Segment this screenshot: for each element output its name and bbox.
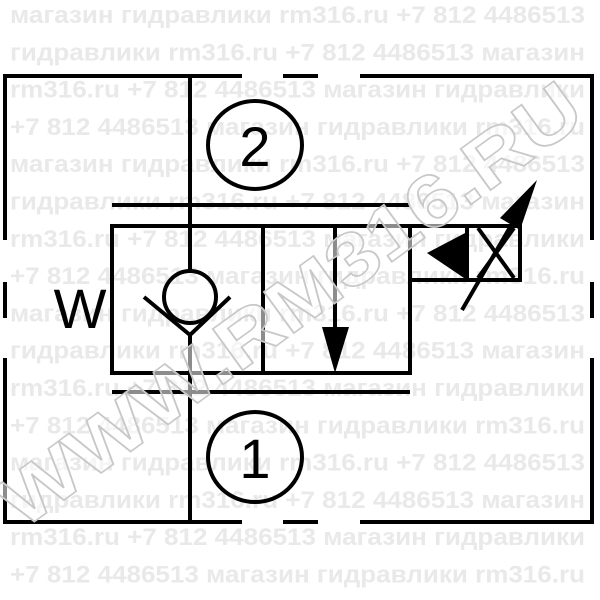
watermark-line: rm316.ru +7 812 4486513 магазин гидравли… <box>10 77 585 104</box>
port-2-label: 2 <box>239 115 270 178</box>
watermark-line: гидравлики rm316.ru +7 812 4486513 магаз… <box>10 487 585 514</box>
port-2-circle <box>206 99 304 191</box>
check-valve-icon <box>142 269 232 338</box>
watermark-line: магазин гидравлики rm316.ru +7 812 44865… <box>10 300 585 327</box>
cartridge-outline <box>3 74 594 524</box>
port-1-label: 1 <box>239 427 270 490</box>
watermark-line: гидравлики rm316.ru +7 812 4486513 магаз… <box>10 39 585 66</box>
spring-label: W <box>54 277 107 340</box>
watermark-line: rm316.ru +7 812 4486513 магазин гидравли… <box>10 375 585 402</box>
proportional-solenoid-icon <box>410 180 537 312</box>
watermark-line: гидравлики rm316.ru +7 812 4486513 магаз… <box>10 189 585 216</box>
diagonal-watermark: WWW.RM316.RU <box>0 65 598 544</box>
watermark-line: +7 812 4486513 магазин гидравлики rm316.… <box>10 263 585 290</box>
watermark-line: rm316.ru +7 812 4486513 магазин гидравли… <box>10 226 585 253</box>
flow-arrow-icon <box>322 226 349 373</box>
watermark-line: магазин гидравлики rm316.ru +7 812 44865… <box>10 2 585 29</box>
watermark-line: гидравлики rm316.ru +7 812 4486513 магаз… <box>10 338 585 365</box>
watermark-line: +7 812 4486513 магазин гидравлики rm316.… <box>10 562 585 589</box>
port-1-circle <box>206 410 304 504</box>
watermark-line: rm316.ru +7 812 4486513 магазин гидравли… <box>10 524 585 551</box>
